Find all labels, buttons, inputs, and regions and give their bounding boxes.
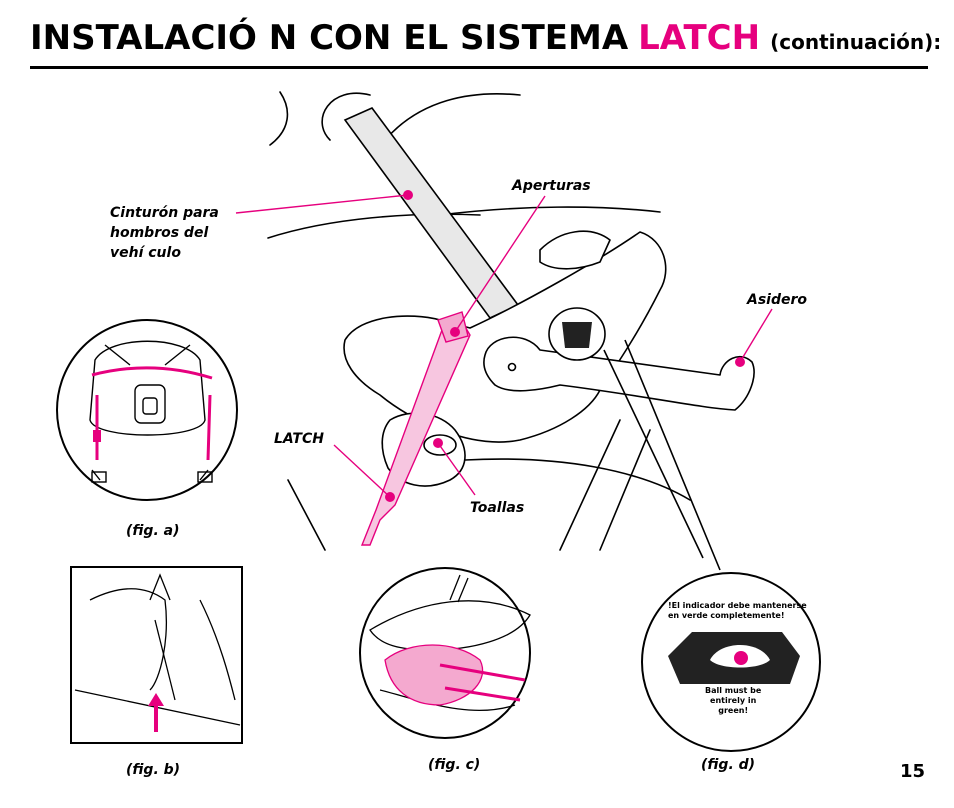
label-toallas: Toallas — [470, 500, 525, 516]
label-asidero: Asidero — [747, 292, 808, 308]
indicator-warning-line: !El indicador debe mantenerse — [668, 601, 807, 610]
indicator-english-line: entirely in — [710, 696, 757, 705]
label-aperturas: Aperturas — [512, 178, 591, 194]
figure-b-art — [70, 566, 243, 744]
title-accent: LATCH — [638, 18, 761, 58]
page-number: 15 — [900, 761, 926, 782]
label-line: vehí culo — [110, 245, 181, 261]
indicator-english-line: Ball must be — [705, 686, 762, 695]
figure-d-art — [641, 572, 821, 752]
handle — [483, 336, 755, 411]
indicator-warning-text: !El indicador debe mantenerse en verde c… — [668, 601, 807, 621]
label-shoulder-belt: Cinturón para hombros del vehí culo — [110, 203, 219, 263]
indicator-english-text: Ball must be entirely in green! — [705, 686, 761, 716]
figure-c-art — [359, 567, 531, 739]
title-continuation: (continuación): — [770, 30, 942, 54]
indicator-english-line: green! — [718, 706, 749, 715]
label-line: Cinturón para — [110, 205, 219, 221]
caption-fig-c: (fig. c) — [428, 757, 481, 773]
indicator-warning-line: en verde completemente! — [668, 611, 785, 620]
header-rule — [30, 66, 928, 69]
label-latch: LATCH — [274, 431, 324, 447]
shoulder-belt — [343, 107, 520, 320]
figure-a-art — [56, 319, 238, 501]
latch-strap — [360, 311, 471, 546]
label-line: hombros del — [110, 225, 209, 241]
title-main: INSTALACIÓ N CON EL SISTEMA — [30, 18, 629, 58]
indicator-on-seat — [548, 307, 606, 361]
caption-fig-a: (fig. a) — [126, 523, 180, 539]
caption-fig-b: (fig. b) — [126, 762, 181, 778]
car-line — [269, 91, 289, 146]
caption-fig-d: (fig. d) — [701, 757, 756, 773]
